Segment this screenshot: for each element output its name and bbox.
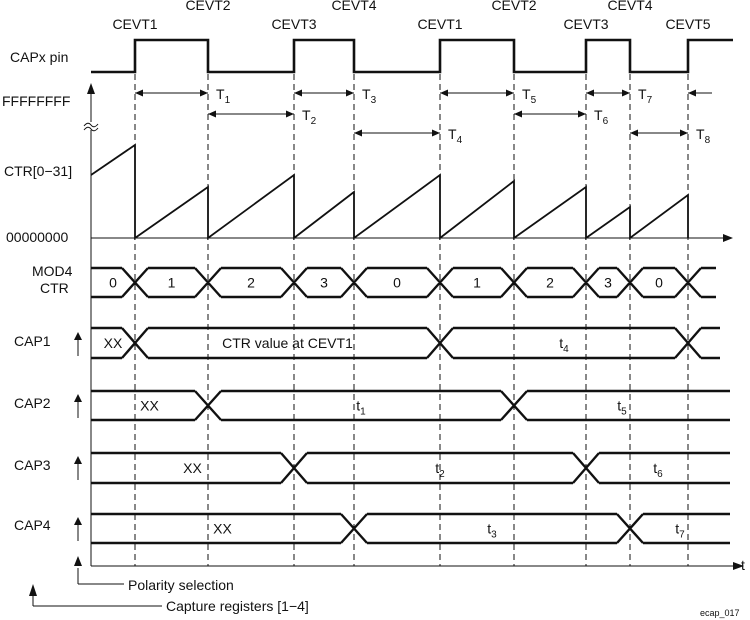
capx-waveform bbox=[91, 38, 733, 74]
interval-arrow bbox=[586, 89, 630, 97]
interval-arrow bbox=[514, 110, 586, 118]
event-label: CEVT4 bbox=[331, 0, 376, 13]
event-label: CEVT2 bbox=[491, 0, 536, 13]
interval-label: T3 bbox=[362, 86, 377, 106]
cap1-label: CAP1 bbox=[14, 333, 51, 349]
mod4-value: 3 bbox=[320, 275, 328, 291]
mod4-value: 0 bbox=[109, 275, 117, 291]
cap1-bus: XX CTR value at CEVT1 t4 bbox=[74, 326, 720, 360]
interval-arrow bbox=[135, 89, 208, 97]
event-label: CEVT1 bbox=[417, 16, 462, 32]
mod4-ctr-label: CTR bbox=[40, 280, 69, 296]
interval-label: T7 bbox=[638, 86, 653, 106]
event-label: CEVT3 bbox=[563, 16, 608, 32]
event-label: CEVT1 bbox=[112, 16, 157, 32]
mod4-lines bbox=[91, 266, 716, 299]
interval-arrow bbox=[208, 110, 294, 118]
figure-id: ecap_017 bbox=[700, 608, 740, 618]
axes bbox=[83, 83, 744, 570]
cap4-label: CAP4 bbox=[14, 517, 51, 533]
cap1-value: XX bbox=[104, 335, 123, 351]
cap3-bus: XX t2 t6 bbox=[74, 451, 730, 485]
interval-label: T2 bbox=[302, 107, 317, 127]
cap2-label: CAP2 bbox=[14, 395, 51, 411]
cap3-label: CAP3 bbox=[14, 457, 51, 473]
capx-signal bbox=[91, 38, 733, 74]
interval-arrow bbox=[354, 129, 440, 137]
cap4-value: XX bbox=[213, 521, 232, 537]
mod4-label: MOD4 bbox=[32, 263, 73, 279]
mod4-value: 3 bbox=[604, 275, 612, 291]
cap3-value: t6 bbox=[653, 460, 663, 480]
event-label: CEVT2 bbox=[185, 0, 230, 13]
zero-label: 00000000 bbox=[6, 229, 69, 245]
polarity-mark bbox=[74, 456, 82, 480]
event-dashed-lines bbox=[134, 74, 689, 566]
polarity-mark bbox=[74, 332, 82, 356]
annotation-leaders bbox=[29, 556, 162, 607]
cap1-value: t4 bbox=[559, 335, 569, 355]
interval-arrow bbox=[294, 89, 354, 97]
interval-label: T4 bbox=[448, 126, 463, 146]
event-label: CEVT5 bbox=[665, 16, 710, 32]
counter-sawtooth bbox=[90, 143, 689, 240]
mod4-value: 0 bbox=[393, 275, 401, 291]
event-label: CEVT4 bbox=[607, 0, 652, 13]
mod4-value: 1 bbox=[168, 275, 176, 291]
capture-registers-label: Capture registers [1−4] bbox=[166, 598, 309, 614]
cap2-value: t5 bbox=[617, 398, 627, 418]
cap3-value: XX bbox=[183, 460, 202, 476]
interval-label: T1 bbox=[216, 86, 231, 106]
time-axis-label: t bbox=[741, 557, 745, 573]
cap2-value: t1 bbox=[356, 398, 366, 418]
mod4-value: 2 bbox=[546, 275, 554, 291]
interval-arrow bbox=[440, 89, 514, 97]
polarity-selection-label: Polarity selection bbox=[128, 577, 234, 593]
cap4-lines bbox=[91, 512, 730, 545]
ffffffff-label: FFFFFFFF bbox=[2, 93, 70, 109]
interval-label: T8 bbox=[696, 126, 711, 146]
polarity-mark bbox=[74, 394, 82, 418]
event-label: CEVT3 bbox=[271, 16, 316, 32]
cap2-lines bbox=[91, 389, 730, 422]
capx-pin-label: CAPx pin bbox=[10, 49, 68, 65]
polarity-mark bbox=[74, 517, 82, 541]
interval-arrow bbox=[630, 129, 688, 137]
mod4-ctr-bus: 0 1 2 3 0 1 2 3 0 bbox=[91, 266, 716, 299]
ctr-ramp bbox=[90, 143, 689, 240]
mod4-value: 2 bbox=[247, 275, 255, 291]
cap1-lines bbox=[91, 326, 720, 360]
interval-label: T5 bbox=[522, 86, 537, 106]
interval-label: T6 bbox=[594, 107, 609, 127]
ctr-label: CTR[0−31] bbox=[4, 163, 72, 179]
cap4-bus: XX t3 t7 bbox=[74, 512, 730, 545]
cap4-value: t3 bbox=[487, 521, 497, 541]
cap4-value: t7 bbox=[675, 521, 685, 541]
cap1-value: CTR value at CEVT1 bbox=[222, 335, 353, 351]
cap2-value: XX bbox=[140, 398, 159, 414]
mod4-value: 0 bbox=[655, 275, 663, 291]
interval-arrow bbox=[688, 89, 712, 97]
cap2-bus: XX t1 t5 bbox=[74, 389, 730, 422]
cap3-lines bbox=[91, 451, 730, 485]
cap3-value: t2 bbox=[435, 460, 445, 480]
mod4-value: 1 bbox=[473, 275, 481, 291]
